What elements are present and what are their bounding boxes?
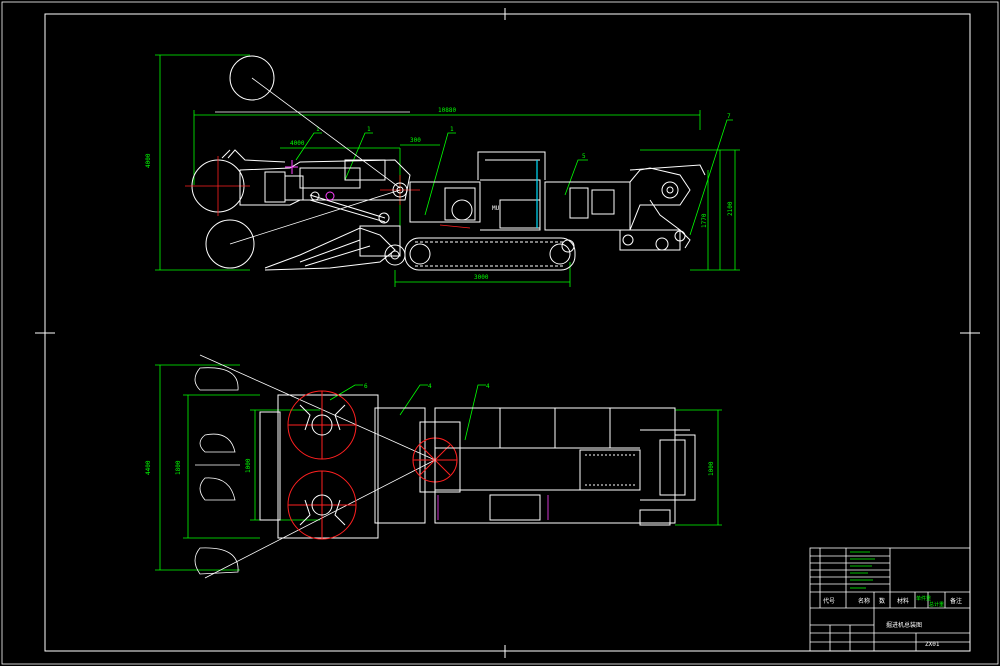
dim-short: 300 (410, 137, 421, 144)
dim-total-width: 4400 (145, 460, 152, 475)
side-view-body (409, 151, 706, 251)
top-view-head-hubs (299, 404, 346, 526)
top-view-dimensions (155, 364, 722, 571)
top-view-accent (437, 495, 549, 520)
side-view: 10880 4000 4000 300 3000 1770 2100 1 1 1… (145, 54, 740, 287)
side-view-boom-arcs (215, 77, 410, 245)
side-view-dimensions (155, 54, 740, 287)
top-view-swing-envelope (194, 354, 436, 579)
callout-top-4a: 4 (428, 383, 432, 390)
title-block: 代号 名称 数 材料 单件重 总计重 备注 掘进机总装图 ZX01 (809, 547, 971, 652)
dim-arm-reach: 4000 (290, 140, 305, 147)
header-total-weight: 总计重 (929, 601, 944, 608)
header-unit-weight: 单件重 (916, 595, 931, 602)
top-view: 4400 1800 1000 1000 6 4 4 (145, 354, 722, 579)
top-view-body (434, 407, 696, 526)
title-block-parts-list (850, 551, 875, 589)
header-code: 代号 (823, 597, 835, 605)
header-material: 材料 (897, 597, 909, 605)
dim-rear-width: 1000 (708, 461, 715, 476)
dim-head-width: 1000 (245, 458, 252, 473)
cab-label: MU (492, 205, 500, 212)
side-view-hydraulic-highlight (285, 160, 335, 201)
callout-side-5: 5 (582, 153, 586, 160)
side-view-loading-apron (264, 225, 406, 271)
dim-height: 4000 (145, 153, 152, 168)
callout-side-1c: 1 (450, 126, 454, 133)
callout-top-4b: 4 (486, 383, 490, 390)
side-view-crawler-track (404, 237, 576, 271)
side-view-callouts (295, 119, 733, 236)
header-remarks: 备注 (950, 597, 962, 605)
dim-rear-height-1: 1770 (701, 213, 708, 228)
side-view-cutting-arm (221, 149, 411, 224)
dim-rear-height-2: 2100 (727, 201, 734, 216)
callout-side-1a: 1 (316, 126, 320, 133)
side-view-cutting-heads (191, 55, 275, 269)
top-view-cutting-heads (287, 390, 458, 540)
callout-top-6: 6 (364, 383, 368, 390)
header-name: 名称 (858, 597, 870, 605)
drawing-number: ZX01 (925, 641, 940, 648)
side-view-centerlines (185, 156, 471, 229)
callout-side-1b: 1 (367, 126, 371, 133)
dim-body-width: 1800 (175, 460, 182, 475)
dim-track-length: 3000 (474, 274, 489, 281)
callout-side-7: 7 (727, 113, 731, 120)
top-view-boom (259, 394, 461, 539)
dim-overall-length: 10880 (438, 107, 456, 114)
header-qty: 数 (879, 597, 885, 605)
drawing-name: 掘进机总装图 (886, 621, 922, 629)
